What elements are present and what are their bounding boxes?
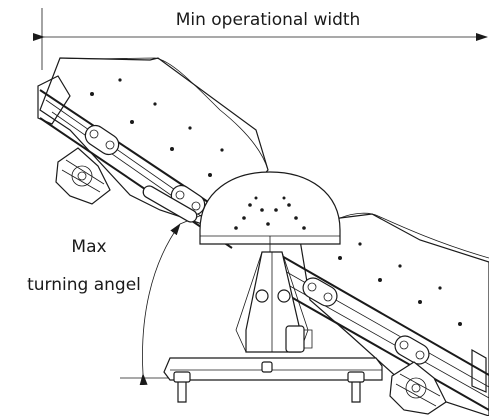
left-wheel-assembly xyxy=(55,147,111,205)
dome-outline xyxy=(199,171,341,245)
dome-cover xyxy=(199,171,341,252)
angle-dimension: Max turning angel xyxy=(27,209,236,386)
right-mower-section xyxy=(269,212,489,416)
width-dimension: Min operational width xyxy=(33,8,488,70)
right-guard-top xyxy=(339,212,489,259)
right-frame-beam-bottom xyxy=(269,284,489,411)
right-end-plate xyxy=(471,348,487,393)
left-foot xyxy=(177,380,187,403)
center-hitch xyxy=(163,251,383,403)
right-frame-beam-top xyxy=(279,254,489,376)
right-foot xyxy=(351,380,361,403)
base-bar xyxy=(163,357,383,381)
angle-arc xyxy=(139,223,181,386)
left-guard-top xyxy=(59,57,269,171)
left-end-plate xyxy=(37,75,71,125)
left-cylinder xyxy=(142,185,198,223)
width-label: Min operational width xyxy=(176,10,361,30)
angle-label-line2: turning angel xyxy=(27,275,141,295)
right-wheel-assembly xyxy=(389,361,447,415)
angle-label-line1: Max xyxy=(71,237,106,257)
center-motor xyxy=(285,325,305,353)
